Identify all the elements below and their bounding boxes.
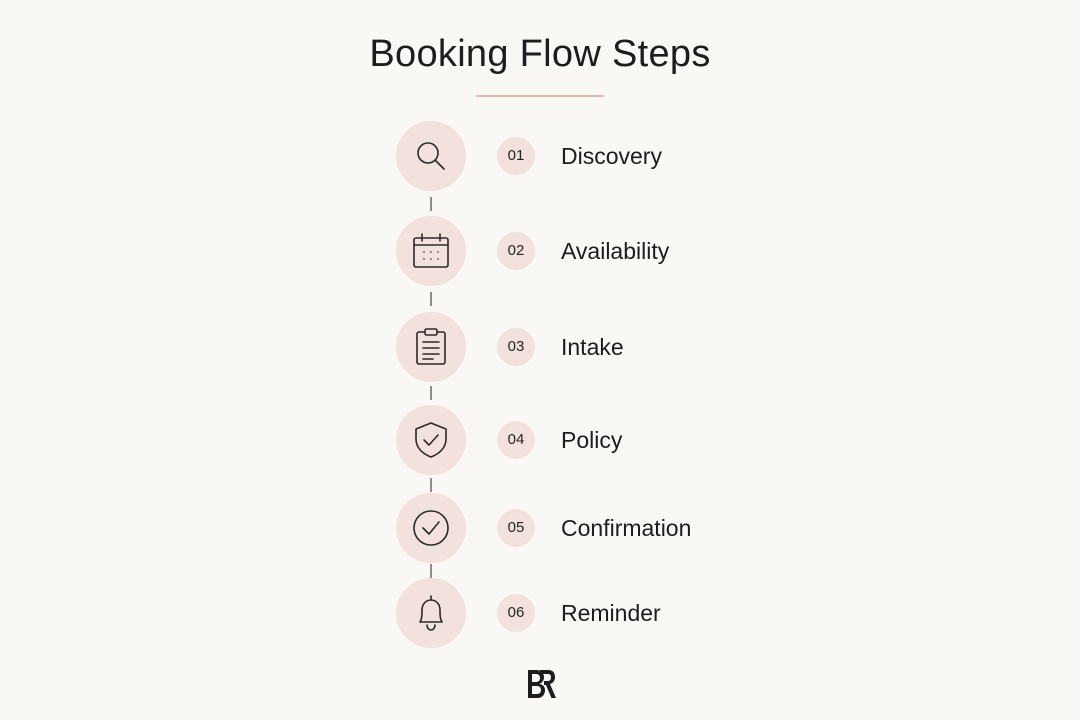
step-label: Reminder bbox=[561, 600, 661, 626]
clipboard-icon bbox=[416, 328, 446, 365]
step-connector bbox=[430, 197, 432, 211]
step-label: Availability bbox=[561, 238, 670, 264]
step-connector bbox=[430, 478, 432, 492]
check-circle-icon bbox=[413, 510, 449, 546]
step-discovery: 01 Discovery bbox=[0, 121, 1080, 191]
step-number: 04 bbox=[497, 421, 535, 459]
step-number: 01 bbox=[497, 137, 535, 175]
step-icon-circle bbox=[396, 121, 466, 191]
step-connector bbox=[430, 292, 432, 306]
title-underline bbox=[476, 95, 604, 97]
step-icon-circle bbox=[396, 405, 466, 475]
step-connector bbox=[430, 386, 432, 400]
step-label: Confirmation bbox=[561, 515, 692, 541]
step-connector bbox=[430, 564, 432, 578]
step-intake: 03 Intake bbox=[0, 312, 1080, 382]
step-reminder: 06 Reminder bbox=[0, 578, 1080, 648]
step-label: Discovery bbox=[561, 143, 662, 169]
step-policy: 04 Policy bbox=[0, 405, 1080, 475]
calendar-icon bbox=[413, 233, 449, 268]
page-title: Booking Flow Steps bbox=[369, 33, 711, 75]
bell-icon bbox=[419, 595, 443, 631]
step-label: Intake bbox=[561, 334, 624, 360]
step-label: Policy bbox=[561, 427, 623, 453]
search-icon bbox=[417, 142, 445, 170]
step-number: 03 bbox=[497, 328, 535, 366]
step-number: 06 bbox=[497, 594, 535, 632]
step-number: 02 bbox=[497, 232, 535, 270]
step-icon-circle bbox=[396, 578, 466, 648]
step-confirmation: 05 Confirmation bbox=[0, 493, 1080, 563]
step-icon-circle bbox=[396, 312, 466, 382]
step-number: 05 bbox=[497, 509, 535, 547]
step-availability: 02 Availability bbox=[0, 216, 1080, 286]
shield-check-icon bbox=[415, 422, 447, 458]
step-icon-circle bbox=[396, 216, 466, 286]
step-icon-circle bbox=[396, 493, 466, 563]
brand-logo-icon bbox=[528, 670, 556, 698]
